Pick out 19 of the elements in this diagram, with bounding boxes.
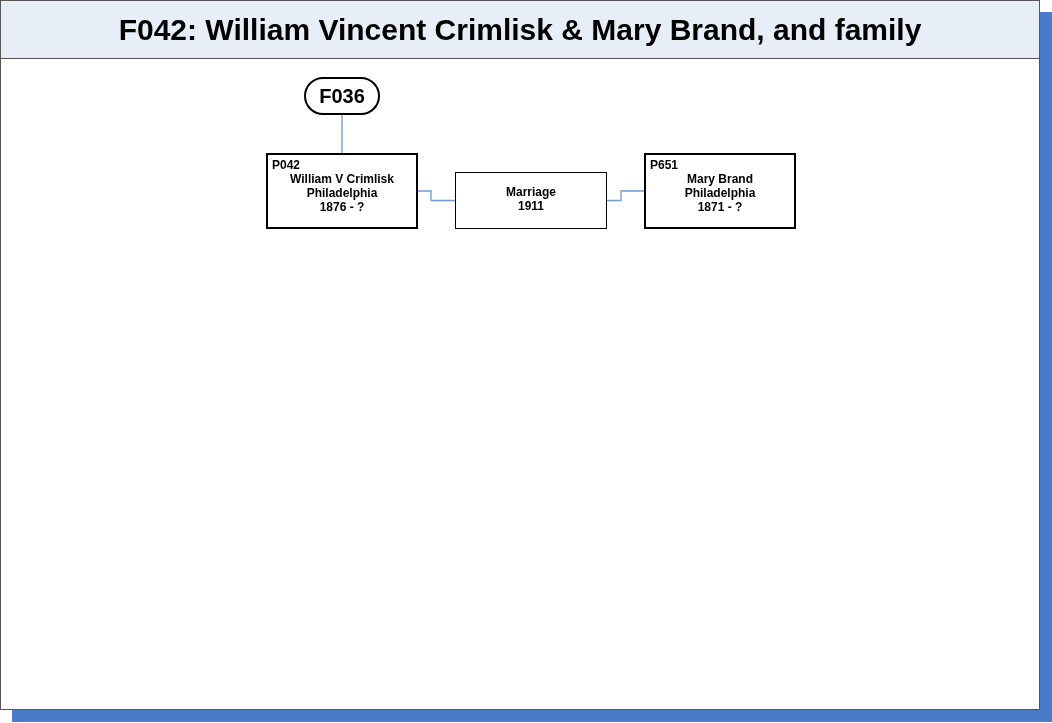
connector-line: [341, 114, 343, 154]
person-id: P042: [271, 158, 302, 172]
title: F042: William Vincent Crimlisk & Mary Brand, and family: [1, 1, 1039, 59]
person-box: [266, 153, 418, 229]
person-id: P651: [649, 158, 680, 172]
family-link-pill: [304, 77, 380, 115]
life-dates: 1876 - ?: [318, 200, 366, 214]
life-dates: 1871 - ?: [696, 200, 744, 214]
event-type: Marriage: [505, 185, 557, 199]
connector-line: [606, 190, 645, 202]
place: Philadelphia: [683, 186, 757, 200]
person-name: William V Crimlisk: [289, 172, 395, 186]
connector-line: [417, 190, 456, 202]
person-box: [644, 153, 796, 229]
place: Philadelphia: [305, 186, 379, 200]
person-name: Mary Brand: [686, 172, 754, 186]
family-id: F036: [319, 89, 365, 103]
event-year: 1911: [516, 199, 545, 213]
marriage-box: [455, 172, 607, 229]
